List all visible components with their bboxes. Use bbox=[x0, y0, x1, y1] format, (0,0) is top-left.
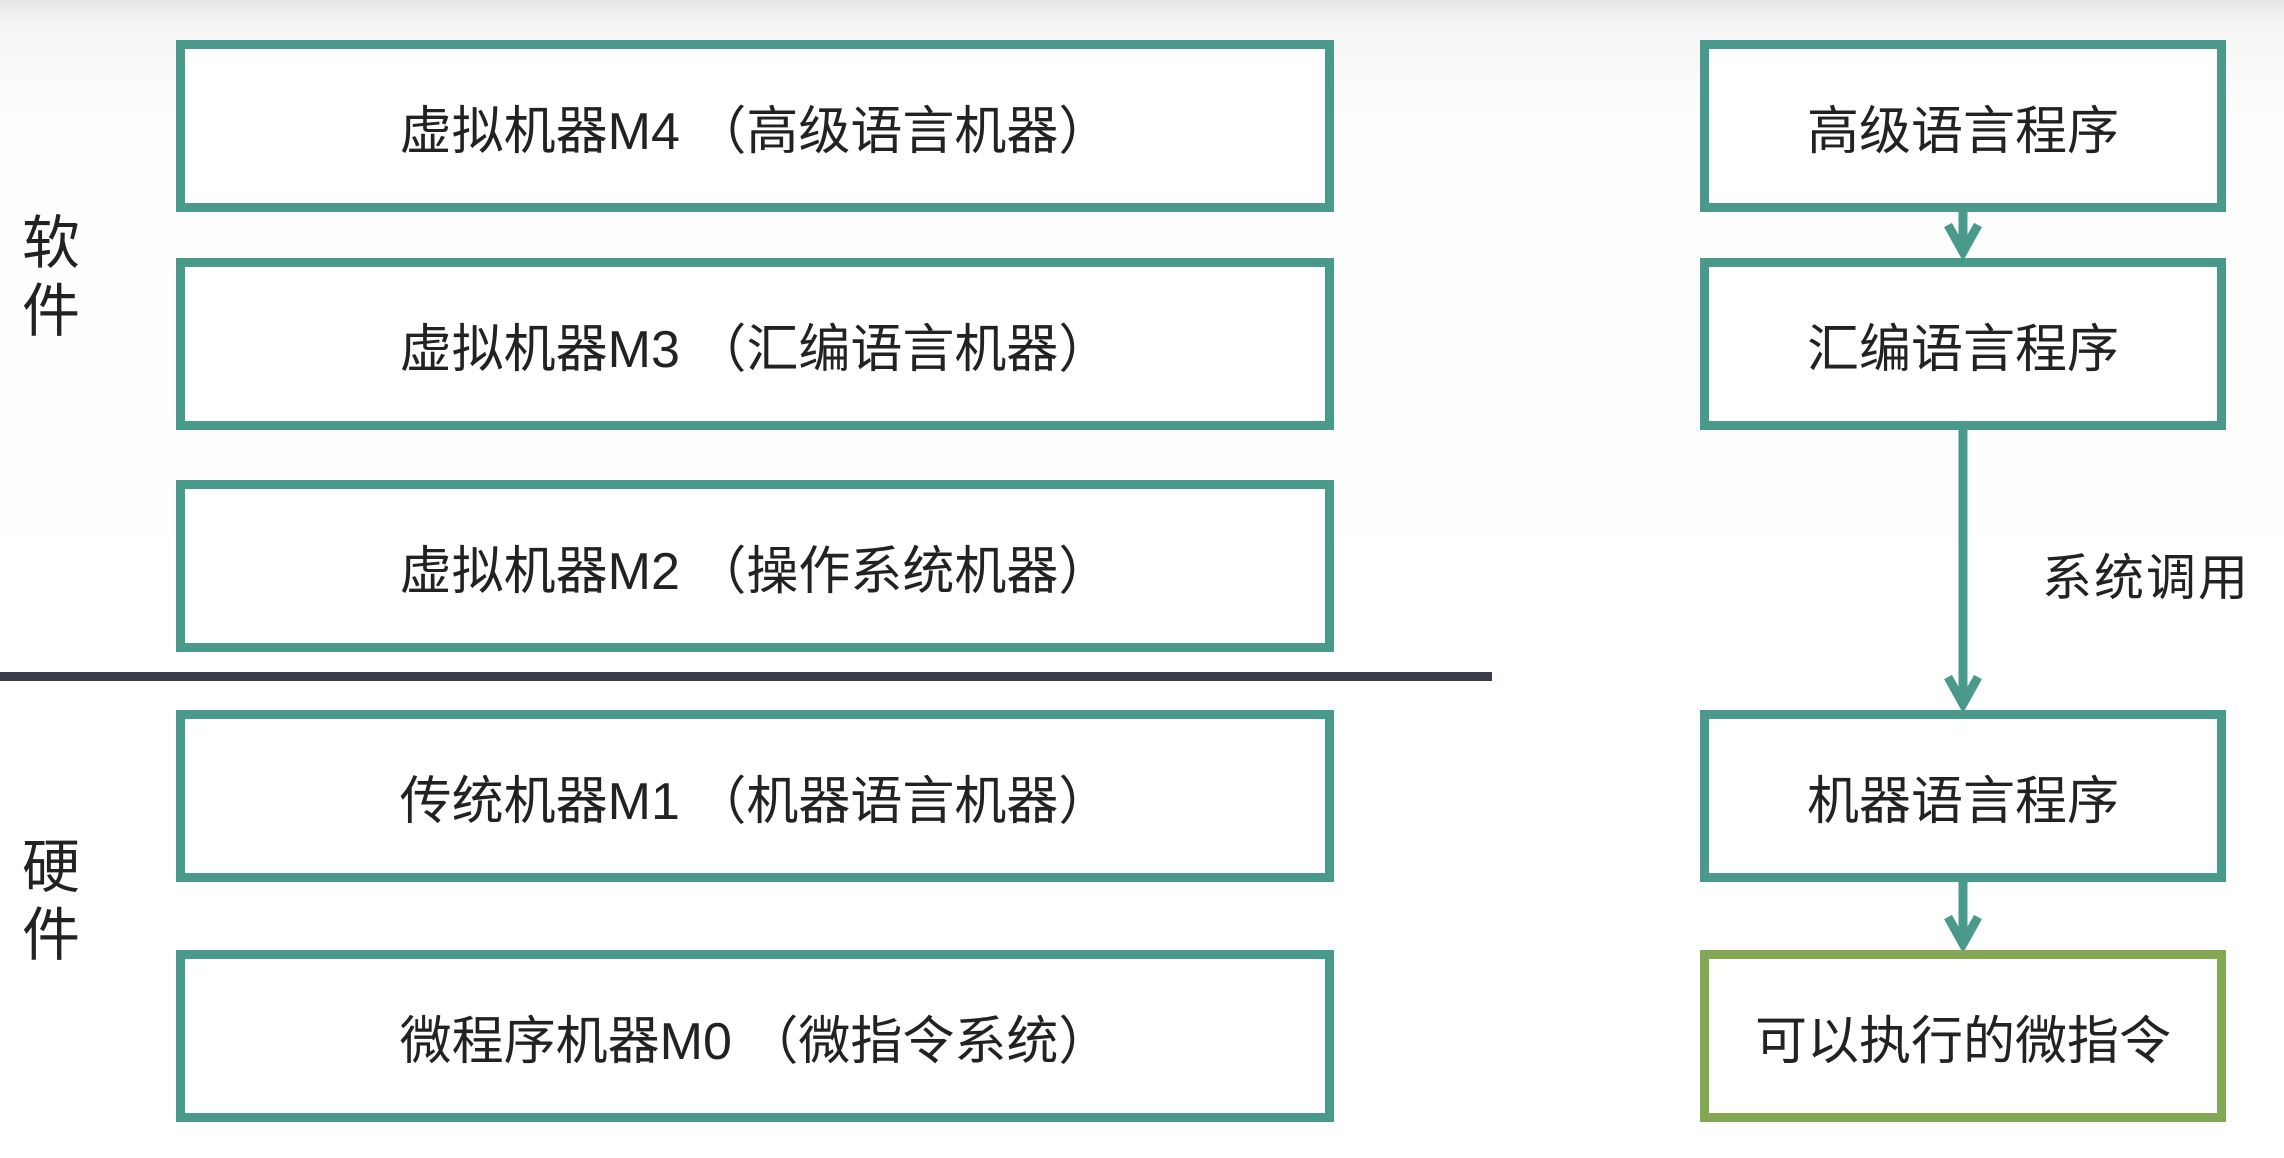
layer-box-m0: 微程序机器M0 （微指令系统） bbox=[176, 950, 1334, 1122]
arrow-down-icon bbox=[1944, 882, 1982, 950]
layer-box-m2: 虚拟机器M2 （操作系统机器） bbox=[176, 480, 1334, 652]
arrow-down-icon bbox=[1944, 430, 1982, 710]
flow-node-assembly-language-program: 汇编语言程序 bbox=[1700, 258, 2226, 430]
layer-box-m3: 虚拟机器M3 （汇编语言机器） bbox=[176, 258, 1334, 430]
hardware-section-label: 硬件 bbox=[13, 836, 78, 972]
flow-node-machine-language-program: 机器语言程序 bbox=[1700, 710, 2226, 882]
software-section-label: 软件 bbox=[13, 212, 78, 348]
flow-node-executable-microinstructions: 可以执行的微指令 bbox=[1700, 950, 2226, 1122]
arrow-down-icon bbox=[1944, 212, 1982, 258]
software-hardware-divider-line bbox=[0, 672, 1492, 681]
layer-box-m1: 传统机器M1 （机器语言机器） bbox=[176, 710, 1334, 882]
system-call-label: 系统调用 bbox=[2042, 550, 2250, 606]
flow-node-high-level-language-program: 高级语言程序 bbox=[1700, 40, 2226, 212]
layer-box-m4: 虚拟机器M4 （高级语言机器） bbox=[176, 40, 1334, 212]
